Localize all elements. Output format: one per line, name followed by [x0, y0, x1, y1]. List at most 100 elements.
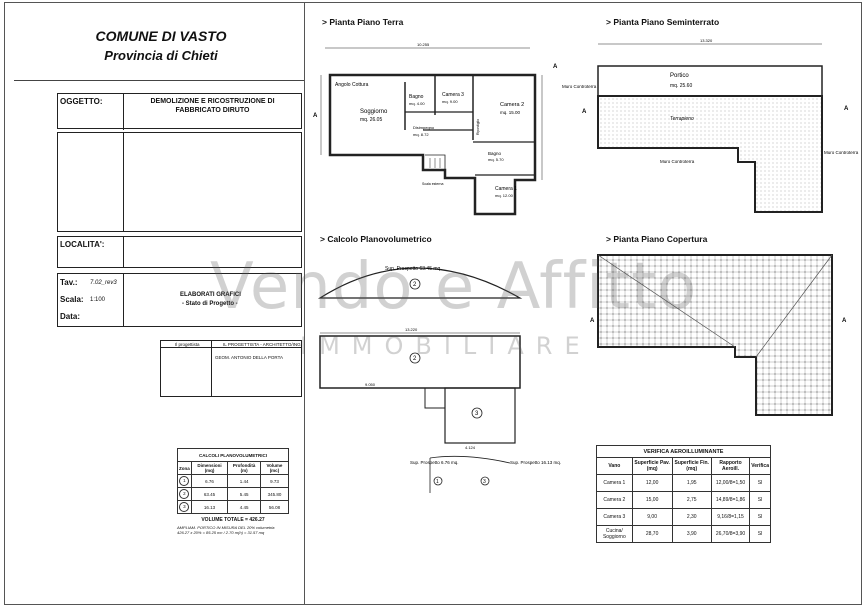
calc-table-wrap: CALCOLI PLANOVOLUMETRICI Zona Dimensioni… [177, 448, 290, 535]
provincia-title: Provincia di Chieti [104, 48, 218, 63]
sheet-border [4, 2, 862, 605]
calc-note-2: 426.27 x 20% = 85.25 mc / 2.70 m(h) = 31… [177, 530, 265, 535]
room-bagno1-mq: mq. 4.00 [409, 101, 425, 106]
tav-box [57, 273, 302, 327]
progettista-label: Il progettista [175, 342, 200, 347]
calc-title: CALCOLI PLANOVOLUMETRICI [177, 448, 289, 462]
semint-terrapieno: Terrapieno [670, 116, 694, 122]
room-bagno2: Bagno [488, 151, 502, 156]
ver-cell: 12,00/8=1,50 [710, 474, 751, 492]
tav-divider [123, 273, 124, 327]
ver-cell: 28,70 [631, 525, 673, 543]
zone-circle: 3 [179, 502, 190, 512]
room-camera3-mq: mq. 9.00 [442, 99, 458, 104]
semint-portico-mq: mq. 25.60 [670, 83, 692, 89]
elaborati-1: ELABORATI GRAFICI [180, 292, 241, 298]
calc-header: Zona [177, 461, 192, 475]
ver-header: Superficie Pav. (mq) [631, 457, 673, 475]
ver-cell: SI [749, 525, 771, 543]
dim-plano-mid: 9.050 [365, 382, 376, 387]
ver-title: VERIFICA AEROILLUMINANTE [596, 445, 771, 458]
table-row: 3 16.13 4.45 56.08 [177, 500, 290, 514]
localita-box [57, 236, 302, 268]
calc-cell: 5.45 [227, 487, 261, 501]
ver-cell: 2,30 [671, 508, 712, 526]
scala-label: Scala: [60, 295, 84, 304]
room-camera2-mq: mq. 15.00 [500, 110, 521, 115]
section-mark-a: A [313, 113, 318, 119]
section-seminterrato: > Pianta Piano Seminterrato [606, 17, 720, 27]
plano-block-3 [444, 387, 516, 444]
ver-cell: 9,00 [631, 508, 673, 526]
watermark-line1: Vendo e Affitto [210, 250, 698, 324]
ver-cell: 2,75 [671, 491, 712, 509]
calc-header: Volume (mc) [259, 461, 290, 475]
calc-cell: 63.45 [190, 487, 229, 501]
ver-cell: Camera 3 [596, 508, 633, 526]
oggetto-divider [123, 93, 124, 130]
calc-cell: 4.45 [227, 500, 261, 514]
seminterrato-plan: 13.320 Portico mq. 25.60 Terrapieno Muro… [562, 38, 859, 213]
piano-terra-plan: 10.255 Angolo Cottura Soggiorno mq. 26.0… [313, 42, 558, 216]
calc-header: Profondità (m) [227, 461, 261, 475]
room-bagno2-mq: mq. 5.70 [488, 157, 504, 162]
watermark-line2: IMMOBILIARE [300, 332, 592, 360]
plano-block-1 [424, 387, 446, 409]
title-rule [14, 80, 304, 81]
room-camera3: Camera 3 [442, 92, 464, 98]
table-row: 1 6.76 1.44 9.73 [177, 474, 290, 488]
plano-num-3: 3 [475, 411, 479, 417]
room-soggiorno-mq: mq. 26.05 [360, 117, 382, 123]
calc-table: CALCOLI PLANOVOLUMETRICI Zona Dimensioni… [177, 448, 290, 514]
section-mark-a: A [842, 318, 847, 324]
ver-header: Verifica [749, 457, 771, 475]
center-divider [304, 2, 305, 605]
progettista-vline [211, 340, 212, 397]
ver-cell: SI [749, 474, 771, 492]
tav-label: Tav.: [60, 278, 78, 287]
ver-table: VERIFICA AEROILLUMINANTE Vano Superficie… [596, 445, 771, 543]
progettista-hline [160, 347, 302, 348]
ver-cell: 3,90 [671, 525, 712, 543]
section-mark-a: A [844, 106, 849, 112]
plano-num-2: 2 [413, 282, 417, 288]
room-disimpegno: Disimpegno [413, 125, 435, 130]
oggetto-value: DEMOLIZIONE E RICOSTRUZIONE DI FABBRICAT… [150, 98, 275, 114]
room-disimpegno-mq: mq. 8.72 [413, 132, 429, 137]
title-block: COMUNE DI VASTO Provincia di Chieti [20, 20, 302, 80]
zone-circle: 2 [179, 489, 190, 499]
planovolumetrico-diagram: Sup. Prospetto 63.45 mq. 2 13.220 2 9.05… [317, 266, 561, 493]
ver-cell: Camera 1 [596, 474, 633, 492]
plano-sup-right: Sup. Prospetto 16.13 mq. [510, 460, 561, 465]
zone-circle: 1 [179, 476, 190, 486]
elaborati-2: - Stato di Progetto - [182, 301, 238, 307]
room-soggiorno: Soggiorno [360, 109, 388, 115]
calc-cell: 345.80 [259, 487, 290, 501]
localita-divider [123, 236, 124, 268]
calc-cell: 1.44 [227, 474, 261, 488]
ver-header: Superficie Fin. (mq) [671, 457, 712, 475]
ver-cell: 1,95 [671, 474, 712, 492]
oggetto-notes-divider [123, 132, 124, 232]
plano-num-2: 2 [413, 356, 417, 362]
semint-portico: Portico [670, 73, 689, 79]
room-angolo: Angolo Cottura [335, 82, 369, 88]
ver-cell: 12,00 [631, 474, 673, 492]
table-row: Camera 3 9,00 2,30 9,16/8=1,15 SI [596, 508, 771, 526]
table-row: Camera 1 12,00 1,95 12,00/8=1,50 SI [596, 474, 771, 492]
ver-header: Vano [596, 457, 633, 475]
ver-cell: Cucina/ Soggiorno [596, 525, 633, 543]
room-ripostiglio: Ripostiglio [476, 119, 480, 135]
progettista-box [160, 340, 302, 397]
ver-cell: Camera 2 [596, 491, 633, 509]
ver-cell: 15,00 [631, 491, 673, 509]
calc-note-1: AMPLIAM. PORTICO IN MISURA DEL 20% volum… [177, 525, 275, 530]
dim-semint-top: 13.320 [700, 38, 713, 43]
tav-value: 7.02_rev3 [90, 280, 117, 286]
ver-cell: SI [749, 508, 771, 526]
oggetto-notes-box [57, 132, 302, 232]
ver-cell: 14,89/8=1,86 [710, 491, 751, 509]
room-bagno1: Bagno [409, 94, 424, 100]
section-mark-a: A [582, 109, 587, 115]
calc-cell: 56.08 [259, 500, 290, 514]
